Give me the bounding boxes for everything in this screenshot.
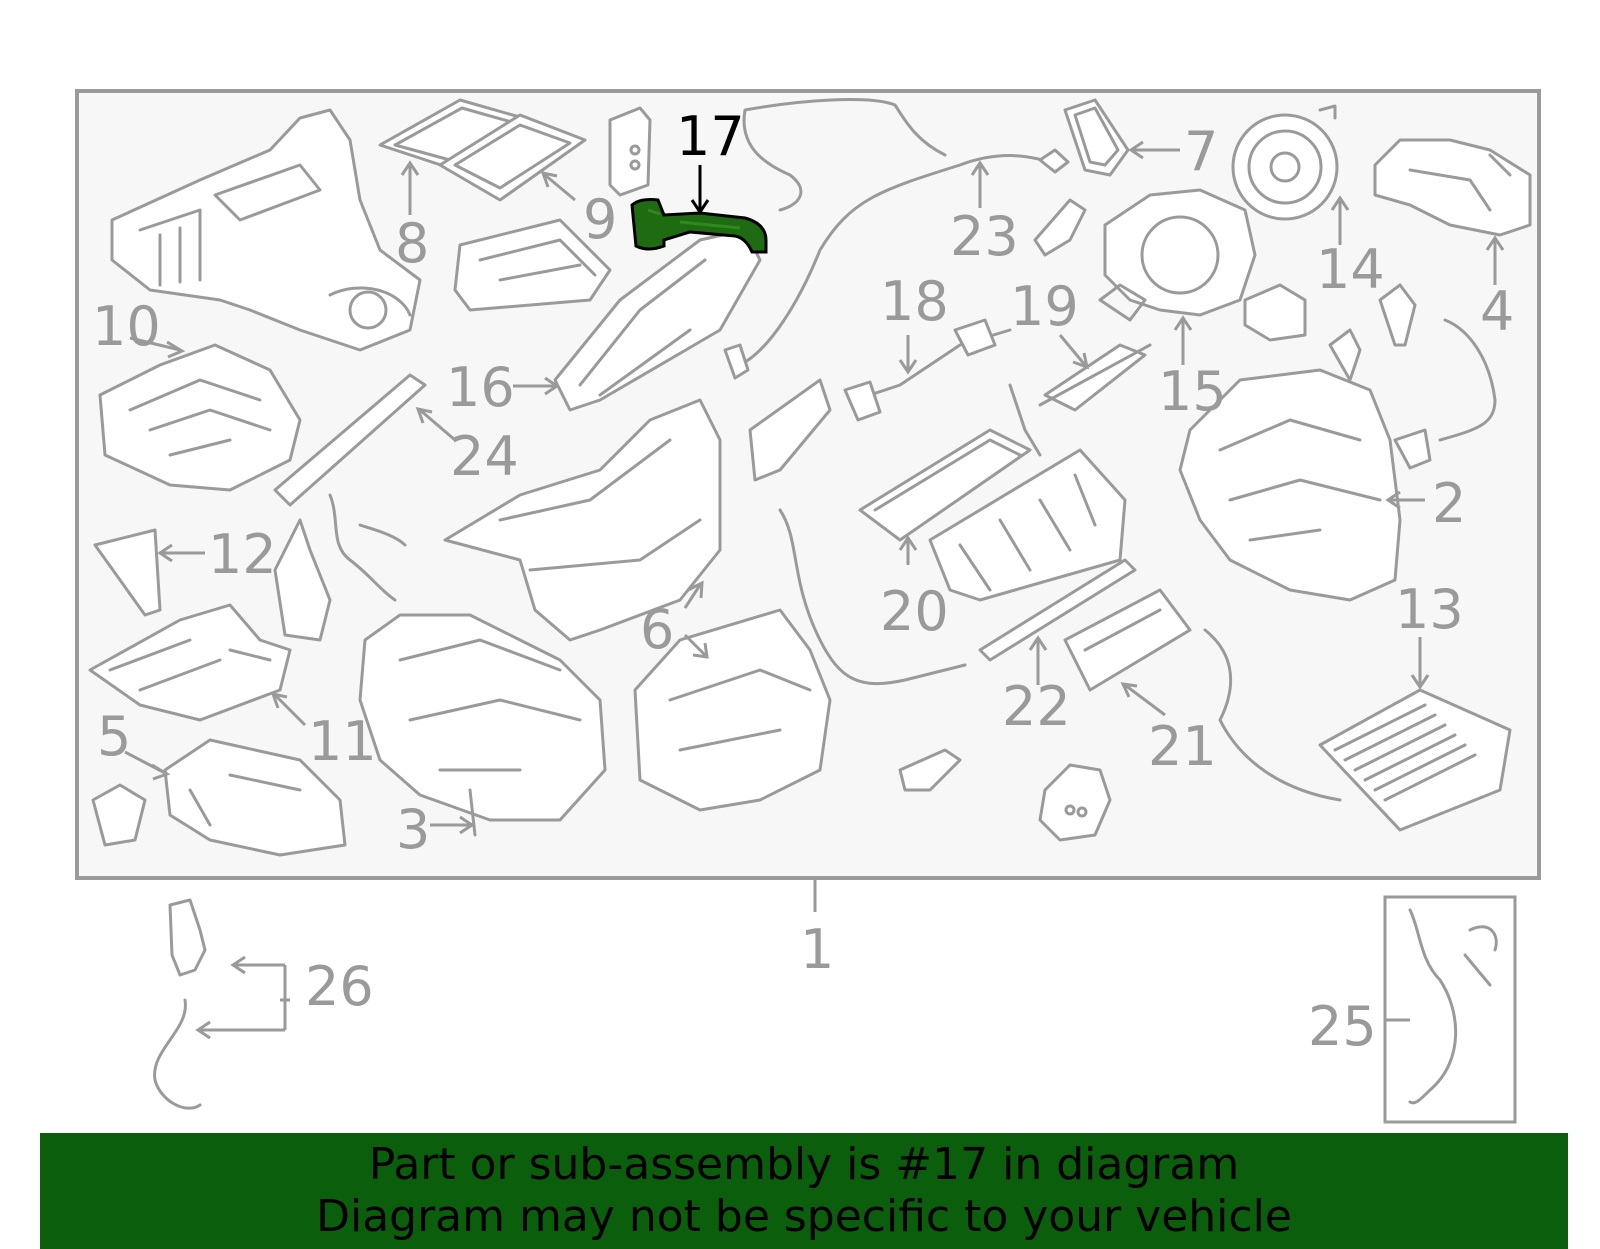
callout-16: 16 bbox=[446, 356, 515, 419]
part-gasket-7[interactable] bbox=[1063, 98, 1130, 177]
part-cable-4[interactable] bbox=[1328, 283, 1497, 470]
callout-5: 5 bbox=[97, 705, 131, 768]
part-12[interactable] bbox=[93, 528, 162, 617]
part-17-highlighted[interactable] bbox=[630, 198, 768, 254]
callout-23: 23 bbox=[950, 205, 1019, 268]
part-bracket[interactable] bbox=[1033, 198, 1087, 257]
banner-line-1: Part or sub-assembly is #17 in diagram bbox=[368, 1139, 1240, 1190]
callout-1: 1 bbox=[800, 918, 834, 981]
callout-2: 2 bbox=[1432, 472, 1466, 535]
part-filter-9[interactable] bbox=[438, 113, 587, 202]
part-harness-23[interactable] bbox=[723, 98, 1070, 380]
part-20[interactable] bbox=[858, 428, 1032, 542]
part-26[interactable] bbox=[153, 898, 207, 1110]
callout-6: 6 bbox=[640, 598, 674, 661]
banner-line-2: Diagram may not be specific to your vehi… bbox=[316, 1191, 1292, 1242]
callout-12: 12 bbox=[208, 523, 277, 586]
part-switch[interactable] bbox=[608, 106, 652, 197]
part-4[interactable] bbox=[1373, 138, 1532, 237]
part-panel[interactable] bbox=[273, 518, 332, 642]
part-evaporator-16[interactable] bbox=[553, 228, 762, 412]
part-wiring[interactable] bbox=[328, 493, 407, 602]
callout-3: 3 bbox=[396, 798, 430, 861]
callout-8: 8 bbox=[395, 212, 429, 275]
callout-24: 24 bbox=[450, 425, 519, 488]
part-heater-unit-upper-left[interactable] bbox=[110, 108, 422, 352]
part-19[interactable] bbox=[1038, 343, 1152, 412]
callout-9: 9 bbox=[583, 188, 617, 251]
part-hose[interactable] bbox=[778, 508, 967, 686]
part-motor[interactable] bbox=[1038, 763, 1112, 842]
callout-15: 15 bbox=[1158, 360, 1227, 423]
leader-lines bbox=[124, 140, 1505, 1040]
callout-25: 25 bbox=[1308, 995, 1377, 1058]
part-22[interactable] bbox=[978, 558, 1137, 662]
part-10[interactable] bbox=[98, 343, 302, 492]
part-blower-14[interactable] bbox=[1231, 104, 1339, 221]
part-2-heater-case[interactable] bbox=[1178, 368, 1402, 602]
part-sensor[interactable] bbox=[898, 748, 962, 792]
callout-4: 4 bbox=[1480, 280, 1514, 343]
part-3[interactable] bbox=[358, 613, 607, 837]
callout-17: 17 bbox=[676, 105, 745, 168]
part-bracket-5[interactable] bbox=[91, 783, 147, 847]
info-banner: Part or sub-assembly is #17 in diagram D… bbox=[40, 1133, 1568, 1249]
callout-11: 11 bbox=[308, 710, 377, 773]
part-filter-24[interactable] bbox=[273, 373, 427, 507]
part-duct-cover[interactable] bbox=[748, 378, 832, 482]
part-duct-mid[interactable] bbox=[453, 218, 612, 312]
part-rod[interactable] bbox=[1008, 383, 1042, 457]
part-21[interactable] bbox=[1063, 588, 1192, 692]
part-heater-core-13[interactable] bbox=[1203, 628, 1512, 832]
part-door-assembly[interactable] bbox=[928, 448, 1127, 602]
callout-7: 7 bbox=[1184, 120, 1218, 183]
part-5[interactable] bbox=[163, 738, 347, 857]
part-18[interactable] bbox=[843, 318, 1012, 422]
callout-14: 14 bbox=[1316, 238, 1385, 301]
part-blower-housing-15[interactable] bbox=[1098, 188, 1257, 322]
callout-19: 19 bbox=[1010, 275, 1079, 338]
callout-22: 22 bbox=[1002, 675, 1071, 738]
part-6-upper[interactable] bbox=[443, 398, 722, 642]
callout-26: 26 bbox=[305, 955, 374, 1018]
callout-13: 13 bbox=[1395, 578, 1464, 641]
part-resistor[interactable] bbox=[1243, 283, 1307, 342]
callout-10: 10 bbox=[92, 295, 161, 358]
part-11[interactable] bbox=[88, 603, 292, 722]
callout-18: 18 bbox=[880, 270, 949, 333]
callout-21: 21 bbox=[1148, 715, 1217, 778]
part-6-lower[interactable] bbox=[633, 608, 832, 812]
callout-20: 20 bbox=[880, 580, 949, 643]
part-25-box[interactable] bbox=[1383, 895, 1517, 1124]
